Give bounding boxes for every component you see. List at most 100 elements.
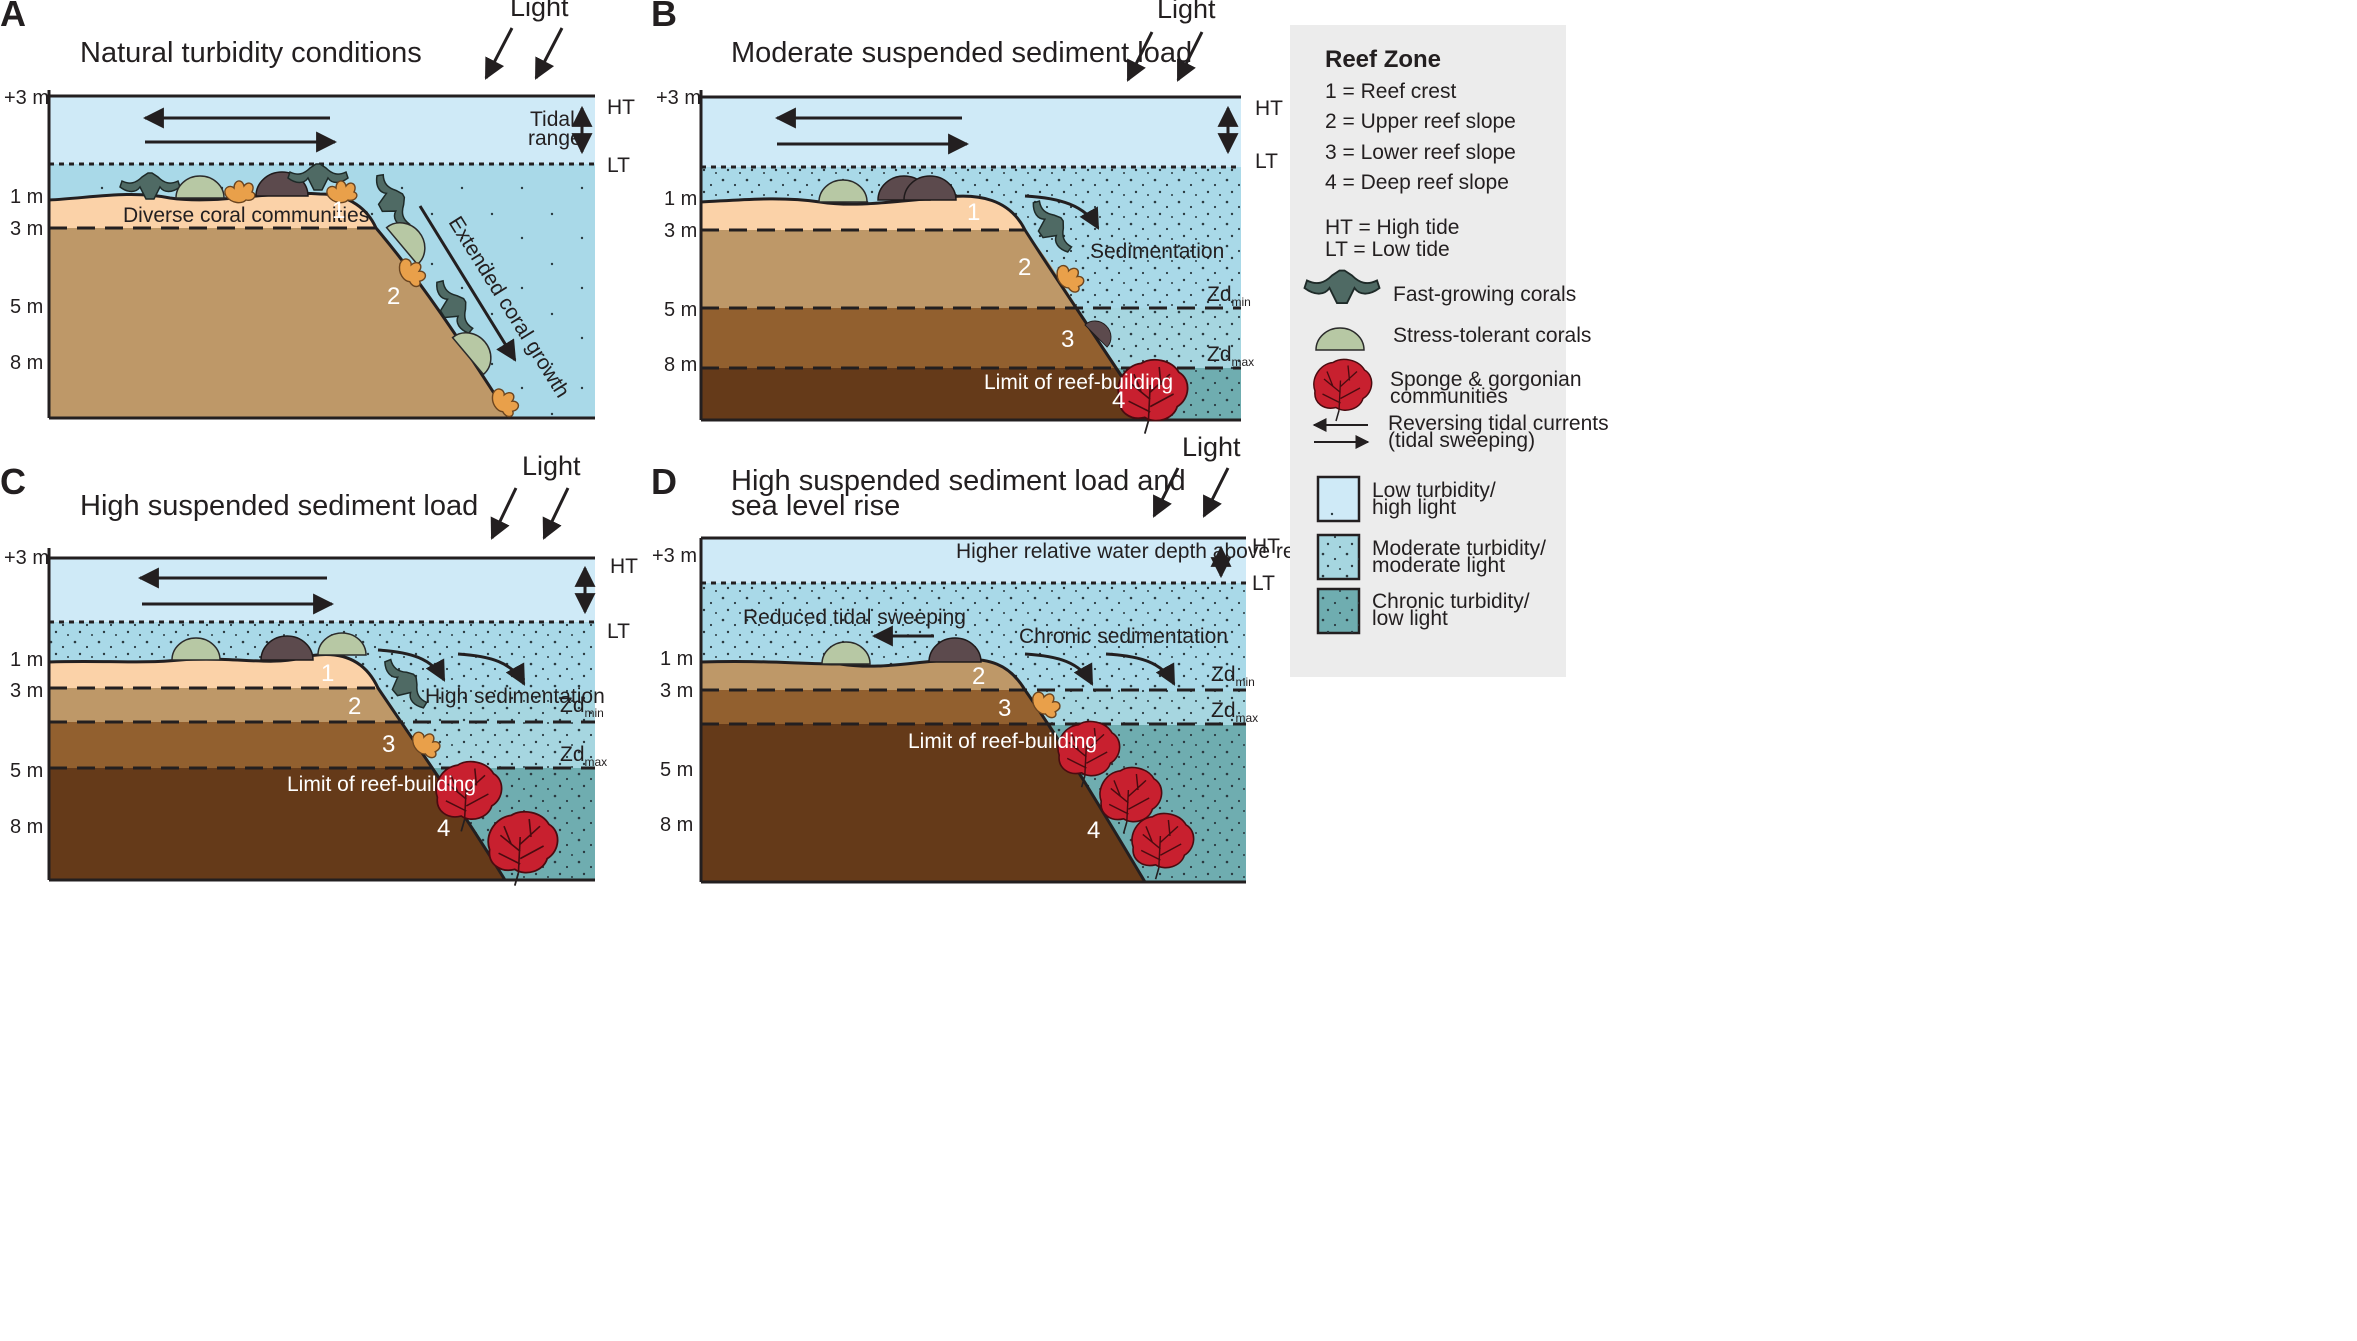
reef-limit-label: Limit of reef-building xyxy=(984,371,1173,394)
depth-label: 1 m xyxy=(664,188,697,210)
sedimentation-label: Sedimentation xyxy=(1090,240,1224,263)
legend-stress-coral: Stress-tolerant corals xyxy=(1393,324,1591,347)
zone-number: 1 xyxy=(332,197,345,224)
depth-label: 1 m xyxy=(10,649,43,671)
depth-label: 5 m xyxy=(10,760,43,782)
depth-label: 5 m xyxy=(660,759,693,781)
depth-label: +3 m xyxy=(652,545,697,567)
tidal-range-label: Tidal xyxy=(530,108,575,131)
panel-title: sea level rise xyxy=(731,490,900,522)
low-tide-label: LT xyxy=(1255,150,1278,173)
panel-d: D High suspended sediment load and sea l… xyxy=(651,432,1312,884)
panel-c: C High suspended sediment load Light HT … xyxy=(0,451,638,887)
legend-moderate-turbidity: Moderate turbidity/ xyxy=(1372,537,1546,560)
panel-letter: B xyxy=(651,0,677,34)
legend-sponge: Sponge & gorgonian xyxy=(1390,368,1582,391)
depth-label: +3 m xyxy=(4,547,49,569)
zd-min-label: Zdmin xyxy=(1211,663,1255,689)
low-tide-label: LT xyxy=(607,620,630,643)
legend-chronic-turbidity: Chronic turbidity/ xyxy=(1372,590,1530,613)
reef-limit-label: Limit of reef-building xyxy=(287,773,476,796)
high-tide-label: HT xyxy=(1255,97,1283,120)
legend-zone-2: 2 = Upper reef slope xyxy=(1325,110,1516,133)
legend-zone-1: 1 = Reef crest xyxy=(1325,80,1456,103)
depth-label: 5 m xyxy=(664,299,697,321)
light-arrow xyxy=(490,487,518,540)
high-tide-label: HT xyxy=(607,96,635,119)
legend-sponge: communities xyxy=(1390,385,1508,408)
zd-max-label: Zdmax xyxy=(560,743,607,769)
sedimentation-label: High sedimentation xyxy=(425,685,605,708)
light-arrow xyxy=(1202,467,1230,518)
legend-currents: Reversing tidal currents xyxy=(1388,412,1609,435)
legend-low-tide: LT = Low tide xyxy=(1325,238,1450,261)
zone-number: 4 xyxy=(1112,387,1125,414)
depth-label: 3 m xyxy=(664,220,697,242)
zone-number: 3 xyxy=(998,695,1011,722)
depth-label: 3 m xyxy=(10,218,43,240)
panel-letter: A xyxy=(0,0,26,34)
zd-min-label: Zdmin xyxy=(1207,283,1251,309)
depth-label: 8 m xyxy=(660,814,693,836)
light-arrow xyxy=(1176,31,1204,82)
light-arrow xyxy=(534,27,564,80)
light-label: Light xyxy=(1157,0,1216,24)
zone-number: 1 xyxy=(321,660,334,687)
zone-number: 2 xyxy=(972,663,985,690)
zone-number: 1 xyxy=(967,199,980,226)
legend-fast-coral: Fast-growing corals xyxy=(1393,283,1576,306)
depth-label: 1 m xyxy=(660,648,693,670)
reef-limit-label: Limit of reef-building xyxy=(908,730,1097,753)
zone-number: 3 xyxy=(382,731,395,758)
zone-number: 2 xyxy=(348,693,361,720)
sedimentation-label: Chronic sedimentation xyxy=(1019,625,1228,648)
light-label: Light xyxy=(522,451,581,481)
panel-letter: C xyxy=(0,461,26,502)
high-tide-label: HT xyxy=(610,555,638,578)
depth-label: 8 m xyxy=(10,352,43,374)
sedimentation-arrow xyxy=(377,648,446,682)
zone-number: 3 xyxy=(1061,326,1074,353)
light-arrow xyxy=(484,27,514,80)
legend-chronic-turbidity: low light xyxy=(1372,607,1448,630)
panel-title: Moderate suspended sediment load xyxy=(731,37,1192,69)
sedimentation-arrow xyxy=(1024,194,1100,230)
depth-label: 1 m xyxy=(10,186,43,208)
depth-label: 8 m xyxy=(664,354,697,376)
depth-label: 3 m xyxy=(10,680,43,702)
zd-min-label: Zdmin xyxy=(560,694,604,720)
depth-label: 8 m xyxy=(10,816,43,838)
diverse-coral-label: Diverse coral communities xyxy=(123,204,369,227)
panel-title: Natural turbidity conditions xyxy=(80,37,422,69)
light-label: Light xyxy=(510,0,569,22)
depth-label: 3 m xyxy=(660,680,693,702)
panel-b: B Moderate suspended sediment load Light… xyxy=(651,0,1283,435)
light-label: Light xyxy=(1182,432,1241,462)
growth-arrow xyxy=(418,205,517,362)
legend-high-tide: HT = High tide xyxy=(1325,216,1459,239)
sedimentation-arrow xyxy=(1105,652,1176,686)
legend-moderate-turbidity: moderate light xyxy=(1372,554,1505,577)
sedimentation-arrow xyxy=(1024,652,1094,686)
zone-number: 2 xyxy=(387,283,400,310)
legend-currents: (tidal sweeping) xyxy=(1388,429,1535,452)
panel-letter: D xyxy=(651,461,677,502)
water-depth-label: Higher relative water depth above reef xyxy=(956,540,1312,563)
panel-title: High suspended sediment load and xyxy=(731,465,1186,497)
panel-title: High suspended sediment load xyxy=(80,490,478,522)
legend-zone-3: 3 = Lower reef slope xyxy=(1325,141,1516,164)
depth-label: +3 m xyxy=(656,87,701,109)
light-arrow xyxy=(1152,467,1180,518)
legend-low-turbidity: Low turbidity/ xyxy=(1372,479,1496,502)
tidal-range-label: range xyxy=(528,127,582,150)
zone-number: 2 xyxy=(1018,254,1031,281)
legend: Reef Zone 1 = Reef crest 2 = Upper reef … xyxy=(1290,25,1609,677)
reduced-sweep-label: Reduced tidal sweeping xyxy=(743,606,966,629)
legend-heading: Reef Zone xyxy=(1325,46,1441,73)
legend-zone-4: 4 = Deep reef slope xyxy=(1325,171,1509,194)
depth-label: +3 m xyxy=(4,87,49,109)
low-tide-label: LT xyxy=(607,154,630,177)
legend-low-turbidity: high light xyxy=(1372,496,1456,519)
light-arrow xyxy=(542,487,570,540)
